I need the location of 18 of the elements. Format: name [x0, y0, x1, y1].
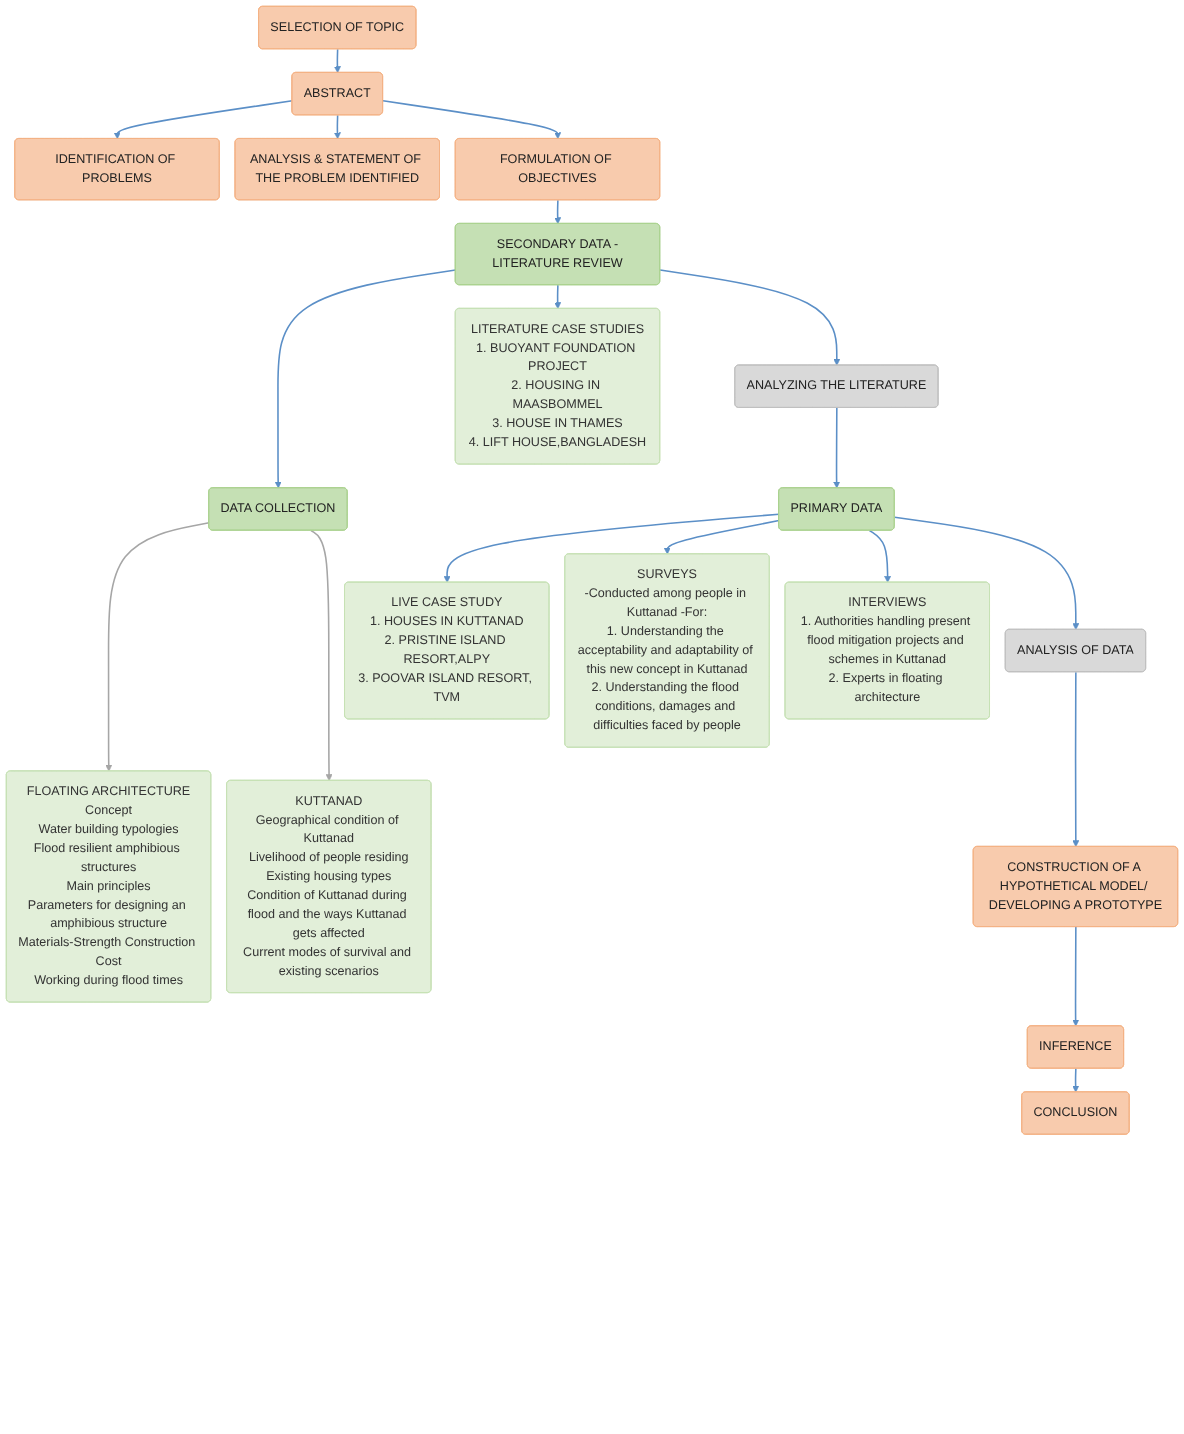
arrow: [833, 407, 841, 489]
arrow: [659, 269, 841, 366]
arrow: [334, 48, 341, 74]
arrow: [1072, 926, 1080, 1027]
arrow: [334, 114, 341, 140]
arrow: [113, 100, 294, 140]
arrow: [274, 269, 457, 489]
arrow: [1072, 671, 1080, 848]
arrow: [382, 100, 562, 140]
arrow: [443, 513, 780, 583]
arrow: [554, 284, 562, 310]
arrow: [893, 516, 1080, 630]
arrow: [105, 522, 210, 772]
arrow: [310, 529, 333, 781]
arrow: [868, 529, 892, 583]
arrow: [1072, 1067, 1080, 1093]
arrow: [554, 199, 562, 225]
arrow: [663, 519, 780, 555]
